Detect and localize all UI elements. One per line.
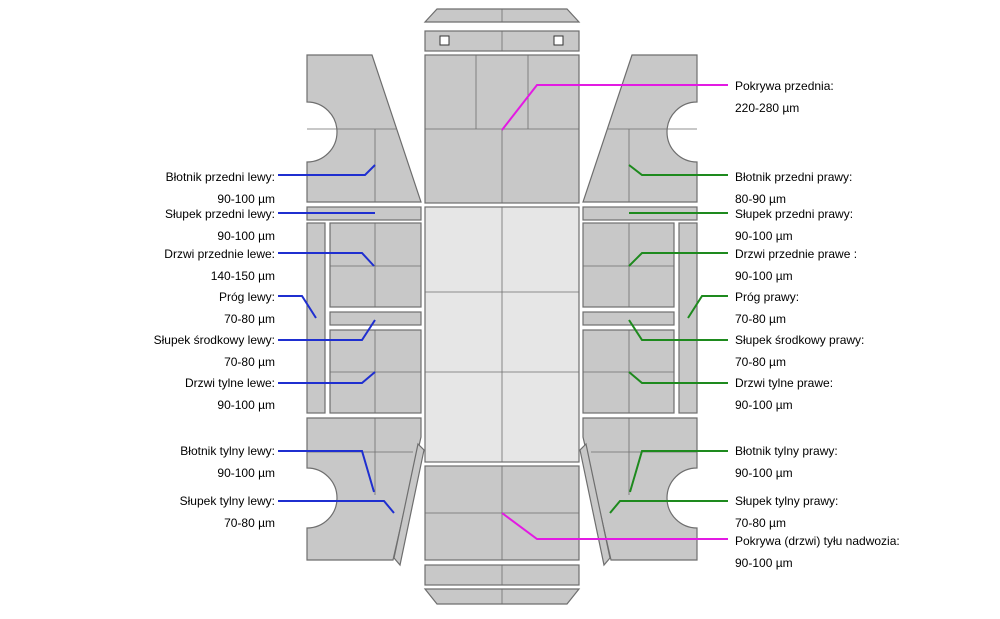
leader-front-door-left <box>278 252 375 267</box>
leader-sill-left <box>278 295 317 319</box>
label-front-door-right: Drzwi przednie prawe : 90-100 µm <box>735 243 995 287</box>
label-value: 90-100 µm <box>735 556 793 570</box>
label-rear-door-right: Drzwi tylne prawe: 90-100 µm <box>735 372 995 416</box>
label-value: 220-280 µm <box>735 101 800 115</box>
rear-door-left <box>329 329 422 414</box>
label-name: Błotnik tylny lewy: <box>180 444 275 458</box>
leader-rear-door-right <box>628 371 728 384</box>
label-name: Drzwi przednie prawe : <box>735 247 858 261</box>
label-name: Słupek środkowy prawy: <box>735 333 865 347</box>
leader-front-fender-left <box>278 164 376 176</box>
label-hood: Pokrywa przednia: 220-280 µm <box>735 75 995 119</box>
label-value: 90-100 µm <box>735 269 793 283</box>
body-panels <box>306 8 698 605</box>
front-bumper-marker-right <box>553 35 564 46</box>
label-sill-left: Próg lewy: 70-80 µm <box>5 286 275 330</box>
label-front-door-left: Drzwi przednie lewe: 140-150 µm <box>5 243 275 287</box>
label-front-fender-left: Błotnik przedni lewy: 90-100 µm <box>5 166 275 210</box>
b-pillar-left <box>329 311 422 326</box>
label-rear-fender-right: Błotnik tylny prawy: 90-100 µm <box>735 440 995 484</box>
label-value: 70-80 µm <box>735 355 786 369</box>
label-name: Próg lewy: <box>218 290 275 304</box>
leader-front-door-right <box>628 252 728 267</box>
leader-lines <box>278 84 728 540</box>
rear-door-right <box>582 329 675 414</box>
label-name: Pokrywa przednia: <box>735 79 834 93</box>
label-name: Słupek przedni prawy: <box>735 207 854 221</box>
b-pillar-right <box>582 311 675 326</box>
label-rear-fender-left: Błotnik tylny lewy: 90-100 µm <box>5 440 275 484</box>
c-pillar-left <box>393 442 425 567</box>
label-sill-right: Próg prawy: 70-80 µm <box>735 286 995 330</box>
label-value: 90-100 µm <box>217 192 275 206</box>
label-name: Słupek środkowy lewy: <box>153 333 275 347</box>
label-name: Błotnik przedni prawy: <box>735 170 853 184</box>
label-name: Próg prawy: <box>735 290 800 304</box>
c-pillar-right <box>579 442 611 567</box>
label-value: 90-100 µm <box>735 229 793 243</box>
label-name: Błotnik przedni lewy: <box>165 170 275 184</box>
front-bumper-marker-left <box>439 35 450 46</box>
leader-tailgate <box>501 512 728 540</box>
leader-c-pillar-left <box>278 500 395 514</box>
label-value: 90-100 µm <box>217 466 275 480</box>
label-name: Drzwi przednie lewe: <box>164 247 275 261</box>
label-value: 70-80 µm <box>735 516 786 530</box>
label-name: Drzwi tylne prawe: <box>735 376 834 390</box>
leader-front-fender-right <box>628 164 728 176</box>
label-b-pillar-right: Słupek środkowy prawy: 70-80 µm <box>735 329 995 373</box>
label-b-pillar-left: Słupek środkowy lewy: 70-80 µm <box>5 329 275 373</box>
label-rear-door-left: Drzwi tylne lewe: 90-100 µm <box>5 372 275 416</box>
leader-c-pillar-right <box>609 500 728 514</box>
rear-fender-right <box>582 417 698 561</box>
label-name: Słupek tylny lewy: <box>179 494 275 508</box>
label-tailgate: Pokrywa (drzwi) tyłu nadwozia: 90-100 µm <box>735 530 995 574</box>
label-name: Słupek przedni lewy: <box>164 207 275 221</box>
label-value: 70-80 µm <box>224 516 275 530</box>
label-c-pillar-left: Słupek tylny lewy: 70-80 µm <box>5 490 275 534</box>
leader-hood <box>501 84 728 131</box>
label-name: Błotnik tylny prawy: <box>735 444 838 458</box>
label-name: Słupek tylny prawy: <box>735 494 839 508</box>
leader-rear-fender-right <box>629 450 728 493</box>
front-door-left <box>329 222 422 308</box>
label-a-pillar-right: Słupek przedni prawy: 90-100 µm <box>735 203 995 247</box>
label-value: 140-150 µm <box>210 269 275 283</box>
leader-sill-right <box>687 295 728 319</box>
label-front-fender-right: Błotnik przedni prawy: 80-90 µm <box>735 166 995 210</box>
leader-b-pillar-left <box>278 319 376 341</box>
front-fender-left <box>306 54 422 203</box>
label-a-pillar-left: Słupek przedni lewy: 90-100 µm <box>5 203 275 247</box>
label-value: 70-80 µm <box>224 312 275 326</box>
leader-b-pillar-right <box>628 319 728 341</box>
front-fender-right <box>582 54 698 203</box>
label-value: 90-100 µm <box>217 229 275 243</box>
label-value: 90-100 µm <box>735 398 793 412</box>
leader-rear-fender-left <box>278 450 375 493</box>
label-name: Drzwi tylne lewe: <box>184 376 275 390</box>
label-value: 70-80 µm <box>735 312 786 326</box>
label-value: 70-80 µm <box>224 355 275 369</box>
leader-rear-door-left <box>278 371 376 384</box>
rear-fender-left <box>306 417 422 561</box>
label-name: Pokrywa (drzwi) tyłu nadwozia: <box>735 534 900 548</box>
label-c-pillar-right: Słupek tylny prawy: 70-80 µm <box>735 490 995 534</box>
front-door-right <box>582 222 675 308</box>
label-value: 80-90 µm <box>735 192 786 206</box>
label-value: 90-100 µm <box>217 398 275 412</box>
label-value: 90-100 µm <box>735 466 793 480</box>
